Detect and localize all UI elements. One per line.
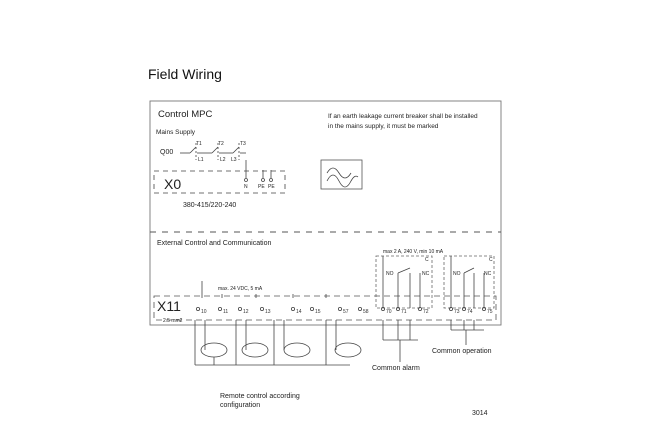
x11-terminal-number: 58 — [363, 309, 369, 315]
x11-terminal-screw — [259, 306, 264, 311]
common-operation-label: Common operation — [432, 348, 492, 355]
common-operation-leads — [450, 320, 484, 345]
phase-label: T3 — [240, 141, 246, 147]
x11-terminal-screw — [357, 306, 362, 311]
x11-terminal-label: X11 — [157, 298, 181, 314]
x11-terminal-number: 11 — [223, 309, 228, 315]
common-alarm-leads — [382, 320, 418, 362]
x11-terminal-screw — [309, 306, 314, 311]
x0-terminal-pe: PE — [268, 184, 275, 190]
x11-wire-size: 2.5 mm2 — [163, 318, 183, 324]
x11-terminal-screw — [195, 306, 200, 311]
x11-terminal-number: 71 — [401, 309, 407, 315]
x11-terminal-number: 70 — [386, 309, 392, 315]
mains-supply-label: Mains Supply — [156, 129, 196, 136]
line-label: L2 — [220, 157, 226, 163]
x11-terminal-screw — [380, 306, 385, 311]
signal-rating: max. 24 VDC, 5 mA — [218, 286, 263, 292]
x11-terminal-screw — [448, 306, 453, 311]
relay-operation-c: C — [489, 257, 493, 263]
relay-alarm-no: NO — [386, 271, 394, 277]
line-label: L3 — [231, 157, 237, 163]
relay-alarm-contacts — [375, 255, 433, 309]
x11-terminal-screw — [417, 306, 422, 311]
x11-terminal-screw — [481, 306, 486, 311]
x0-terminal-block — [153, 170, 286, 194]
x0-voltage-label: 380-415/220-240 — [183, 202, 237, 209]
x11-terminal-screw — [395, 306, 400, 311]
common-alarm-label: Common alarm — [372, 365, 420, 372]
x11-terminal-number: 57 — [343, 309, 349, 315]
x0-terminal-pe: PE — [258, 184, 265, 190]
x11-terminal-number: 74 — [467, 309, 473, 315]
x11-terminal-number: 15 — [315, 309, 321, 315]
x11-terminal-screw — [337, 306, 342, 311]
breaker-label: Q00 — [160, 149, 174, 156]
signal-stubs — [201, 281, 327, 298]
page-title: Field Wiring — [148, 66, 222, 82]
remote-control-cables — [194, 320, 362, 366]
x11-terminal-screw — [290, 306, 295, 311]
x11-terminal-screw — [217, 306, 222, 311]
x11-terminal-screw — [237, 306, 242, 311]
earth-leakage-note: If an earth leakage current breaker shal… — [328, 113, 478, 130]
control-box-outline — [149, 100, 502, 326]
external-section-label: External Control and Communication — [157, 240, 272, 247]
x11-terminal-number: 10 — [201, 309, 207, 315]
remote-control-label: Remote control according configuration — [220, 393, 300, 409]
relay-operation-contacts — [443, 255, 495, 309]
x11-terminal-number: 14 — [296, 309, 302, 315]
relay-operation-nc: NC — [484, 271, 492, 277]
control-box-label: Control MPC — [158, 109, 213, 120]
x0-terminal-n: N — [244, 184, 248, 190]
relay-alarm-c: C — [425, 257, 429, 263]
earth-leakage-symbol — [320, 159, 363, 190]
line-label: L1 — [198, 157, 204, 163]
relay-alarm-nc: NC — [422, 271, 430, 277]
x11-terminal-number: 13 — [265, 309, 271, 315]
x11-terminal-number: 75 — [487, 309, 493, 315]
phase-label: T1 — [196, 141, 202, 147]
x11-terminal-screws: 10 11 12 13 14 15 57 58 70 71 72 73 74 75 — [195, 306, 493, 315]
relay-rating: max 2 A, 240 V, min 10 mA — [383, 249, 444, 255]
x11-terminal-screw — [461, 306, 466, 311]
x11-terminal-number: 12 — [243, 309, 249, 315]
x11-terminal-number: 72 — [423, 309, 429, 315]
mains-breaker-symbol — [180, 143, 246, 160]
x0-terminal-label: X0 — [164, 176, 182, 192]
phase-label: T2 — [218, 141, 224, 147]
x11-terminal-number: 73 — [454, 309, 460, 315]
drawing-number: 3014 — [472, 410, 488, 417]
relay-operation-no: NO — [453, 271, 461, 277]
x11-terminal-block — [153, 295, 497, 321]
